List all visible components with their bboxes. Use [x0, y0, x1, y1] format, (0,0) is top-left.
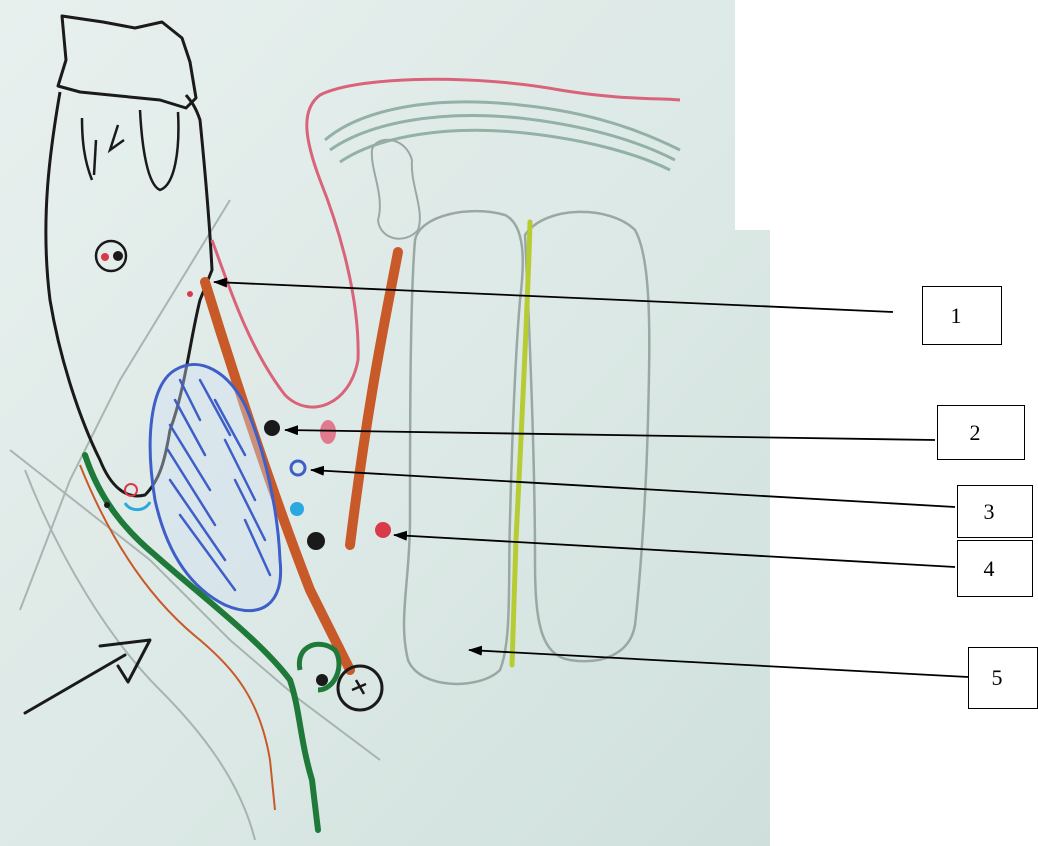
canal-artery-dot [101, 253, 109, 261]
label-box-1: 1 [922, 286, 1002, 345]
label-box-5: 5 [968, 647, 1038, 709]
label-box-2: 2 [937, 405, 1025, 460]
canal-nerve-dot [113, 251, 123, 261]
cyan-dot [290, 502, 304, 516]
label-text-2: 2 [970, 420, 981, 446]
label-box-4: 4 [957, 540, 1033, 597]
pink-dot [320, 420, 336, 444]
black-dot-lower [307, 532, 325, 550]
black-dot-upper [264, 420, 280, 436]
label-box-3: 3 [957, 485, 1033, 538]
photo-background-right-top [735, 0, 1038, 230]
red-dot [375, 522, 391, 538]
label-text-5: 5 [992, 665, 1003, 691]
label-text-1: 1 [951, 303, 962, 329]
small-red-dot [187, 291, 193, 297]
label-text-4: 4 [984, 556, 995, 582]
label-text-3: 3 [984, 499, 995, 525]
bottom-black-dot [316, 674, 328, 686]
small-black-dot [104, 502, 110, 508]
